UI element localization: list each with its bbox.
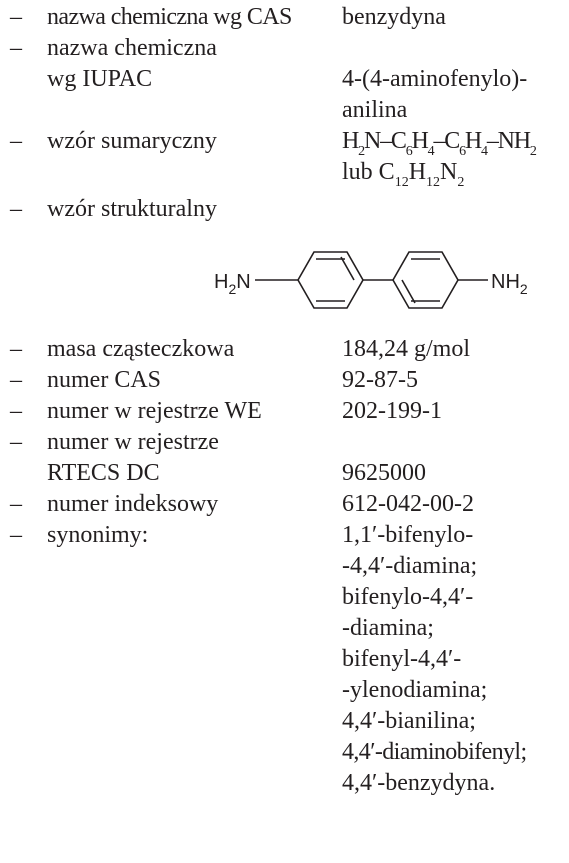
label-rtecs-1: numer w rejestrze	[47, 429, 219, 455]
synonym-line: 4,4′-benzydyna.	[342, 770, 496, 796]
value-mass: 184,24 g/mol	[342, 336, 471, 362]
list-dash: –	[10, 336, 22, 362]
list-dash: –	[10, 491, 22, 517]
synonym-line: -ylenodiamina;	[342, 677, 488, 703]
synonym-line: 4,4′-diaminobifenyl;	[342, 739, 527, 765]
list-dash: –	[10, 522, 22, 548]
label-cas-name: nazwa chemiczna wg CAS	[47, 4, 292, 30]
label-cas-number: numer CAS	[47, 367, 161, 393]
label-ec-number: numer w rejestrze WE	[47, 398, 262, 424]
synonym-line: 4,4′-bianilina;	[342, 708, 476, 734]
label-iupac-name-1: nazwa chemiczna	[47, 35, 217, 61]
value-index: 612-042-00-2	[342, 491, 474, 517]
synonym-line: bifenyl-4,4′-	[342, 646, 462, 672]
structural-formula-diagram: H2N NH2	[214, 251, 528, 309]
value-iupac-name-1: 4-(4-aminofenylo)-	[342, 66, 528, 92]
label-iupac-name-2: wg IUPAC	[47, 66, 153, 92]
value-rtecs: 9625000	[342, 460, 426, 486]
benzidine-skeleton	[255, 251, 488, 309]
list-dash: –	[10, 4, 22, 30]
list-dash: –	[10, 35, 22, 61]
list-dash: –	[10, 128, 22, 154]
label-mass: masa cząsteczkowa	[47, 336, 235, 362]
value-formula-1: H2N–C6H4–C6H4–NH2	[342, 128, 537, 159]
synonym-line: bifenylo-4,4′-	[342, 584, 474, 610]
amino-group-right: NH2	[491, 271, 528, 297]
label-rtecs-2: RTECS DC	[47, 460, 160, 486]
list-dash: –	[10, 429, 22, 455]
list-dash: –	[10, 367, 22, 393]
list-dash: –	[10, 398, 22, 424]
value-formula-2: lub C12H12N2	[342, 159, 465, 190]
label-formula: wzór sumaryczny	[47, 128, 217, 154]
synonym-line: 1,1′-bifenylo-	[342, 522, 474, 548]
label-structural: wzór strukturalny	[47, 196, 217, 222]
amino-group-left: H2N	[214, 271, 251, 297]
value-iupac-name-2: anilina	[342, 97, 408, 123]
synonym-line: -diamina;	[342, 615, 434, 641]
list-dash: –	[10, 196, 22, 222]
synonym-line: -4,4′-diamina;	[342, 553, 478, 579]
value-cas-number: 92-87-5	[342, 367, 418, 393]
label-index: numer indeksowy	[47, 491, 219, 517]
label-synonyms: synonimy:	[47, 522, 149, 548]
value-ec-number: 202-199-1	[342, 398, 442, 424]
value-cas-name: benzydyna	[342, 4, 446, 30]
